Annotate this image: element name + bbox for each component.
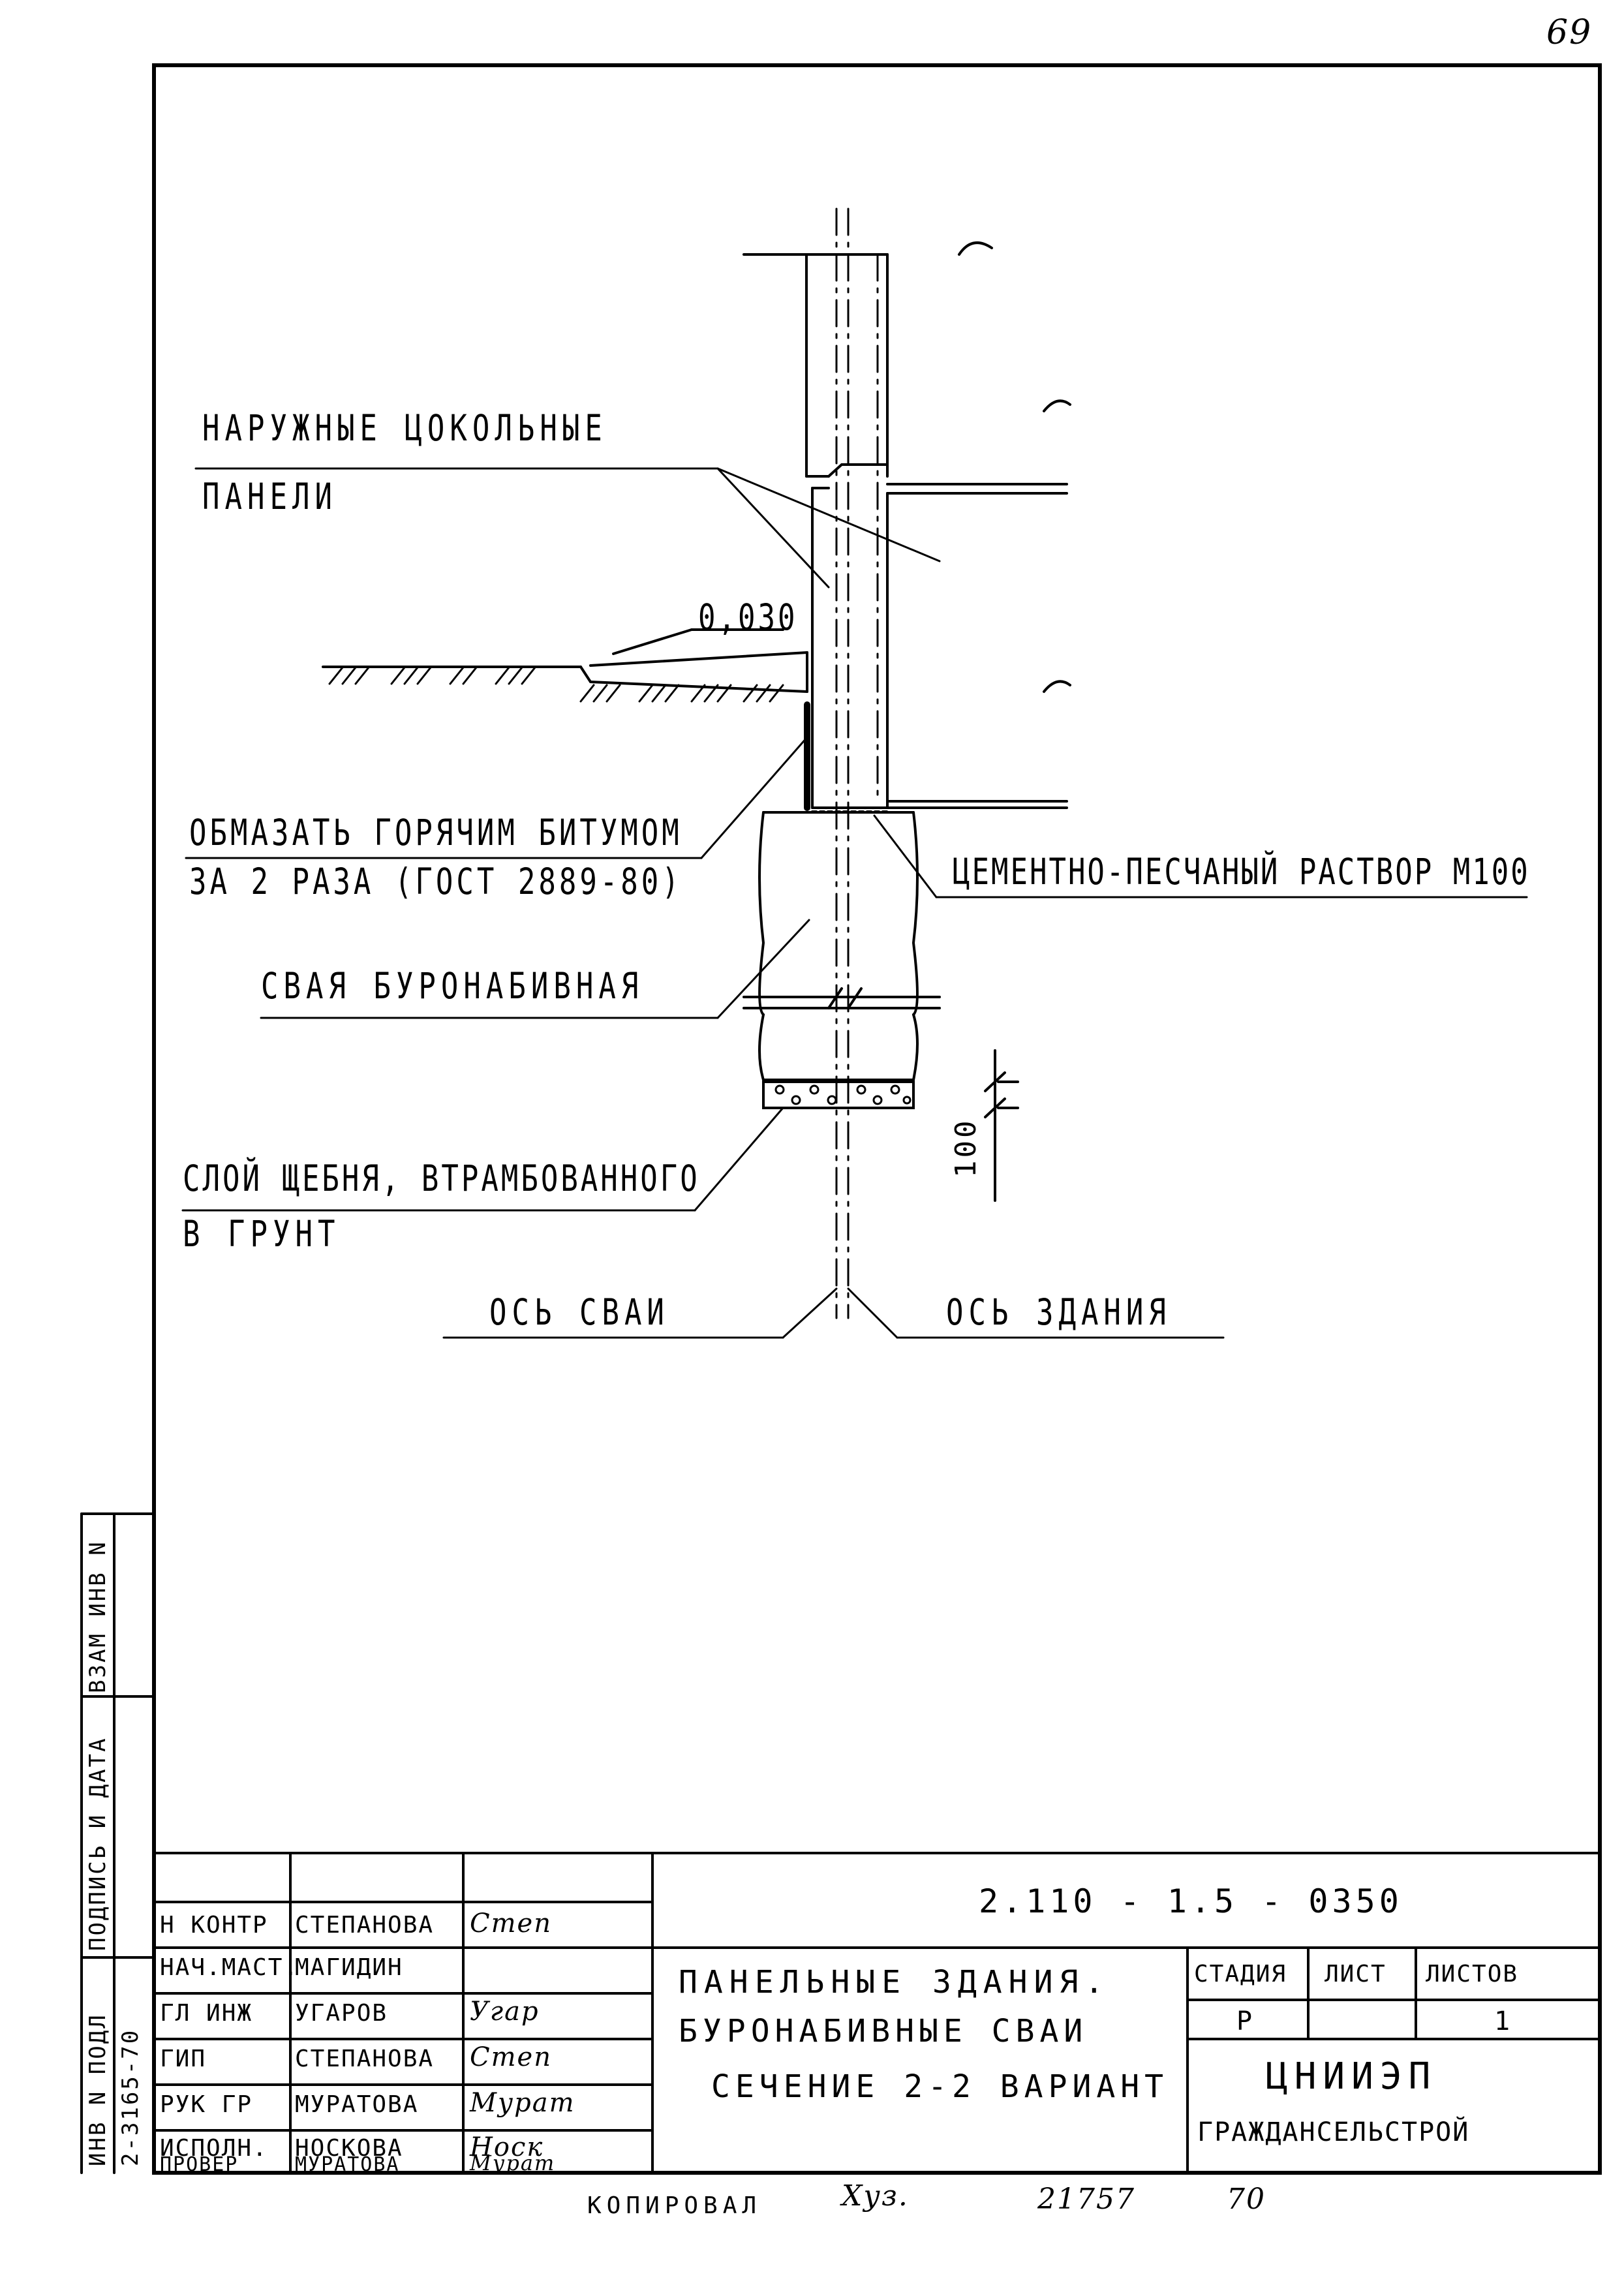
- org-sub: ГРАЖДАНСЕЛЬСТРОЙ: [1197, 2117, 1470, 2147]
- stamp-inv-podl-value: 2-3165-70: [117, 2028, 144, 2166]
- label-dimension: 100: [949, 1118, 983, 1178]
- signer-role: Н КОНТР: [160, 1912, 268, 1939]
- signer-role: ИСПОЛН.: [160, 2135, 268, 2162]
- label-bitumen-1: ОБМАЗАТЬ ГОРЯЧИМ БИТУМОМ: [189, 812, 682, 854]
- upper-panel: [743, 241, 993, 478]
- label-gravel-1: СЛОЙ ЩЕБНЯ, ВТРАМБОВАННОГО: [183, 1158, 700, 1200]
- margin-stamp: [80, 1512, 155, 2174]
- signer-name: НОСКОВА: [295, 2135, 403, 2162]
- label-level-mark: 0,030: [698, 597, 798, 639]
- signer-name: СТЕПАНОВА: [295, 2046, 435, 2072]
- signer-role: ГЛ ИНЖ: [160, 2000, 253, 2027]
- label-pile: СВАЯ БУРОНАБИВНАЯ: [261, 966, 644, 1007]
- title-line-2: БУРОНАБИВНЫЕ СВАИ: [679, 2013, 1088, 2049]
- stamp-vzam-inv: ВЗАМ ИНВ N: [85, 1540, 111, 1693]
- dimension-100: [984, 1049, 1019, 1202]
- label-outer-panels-1: НАРУЖНЫЕ ЦОКОЛЬНЫЕ: [202, 408, 607, 450]
- footer-copied: КОПИРОВАЛ: [587, 2192, 762, 2219]
- signer-name: МУРАТОВА: [295, 2153, 400, 2176]
- signer-signature: Степ: [470, 2042, 552, 2072]
- signer-name: МАГИДИН: [295, 1954, 403, 1981]
- title-line-3: СЕЧЕНИЕ 2-2 ВАРИАНТ: [711, 2068, 1169, 2105]
- org-name: ЦНИИЭП: [1266, 2055, 1437, 2098]
- bored-pile: [743, 811, 941, 1109]
- signer-signature: Носк: [470, 2132, 544, 2162]
- stage-value: Р: [1236, 2006, 1254, 2036]
- footer-year: 70: [1227, 2183, 1266, 2216]
- label-outer-panels-2: ПАНЕЛИ: [202, 476, 337, 518]
- label-gravel-2: В ГРУНТ: [183, 1214, 341, 1255]
- plinth-panel: [804, 399, 1071, 811]
- sheets-value: 1: [1494, 2006, 1512, 2036]
- ground-line: [322, 628, 808, 703]
- signer-role: РУК ГР: [160, 2091, 253, 2118]
- sheets-header: ЛИСТОВ: [1426, 1961, 1519, 1987]
- signer-role: ПРОВЕР: [160, 2153, 239, 2176]
- signer-role: ГИП: [160, 2046, 207, 2072]
- signer-signature: Мурат: [470, 2088, 575, 2118]
- axis-lines: [835, 207, 879, 1319]
- page-number: 69: [1546, 13, 1593, 52]
- stage-header: СТАДИЯ: [1194, 1961, 1287, 1987]
- title-line-1: ПАНЕЛЬНЫЕ ЗДАНИЯ.: [679, 1964, 1111, 2001]
- signer-signature: Степ: [470, 1909, 552, 1939]
- signer-signature: Мурат: [470, 2151, 556, 2175]
- footer-number: 21757: [1037, 2183, 1135, 2216]
- footer-copied-sign: Хуз.: [842, 2179, 909, 2213]
- gravel-layer: [762, 1081, 915, 1109]
- title-block-grid: [153, 1852, 1601, 2174]
- label-bitumen-2: ЗА 2 РАЗА (ГОСТ 2889-80): [189, 861, 682, 903]
- leader-lines: [181, 467, 1528, 1339]
- signer-name: УГАРОВ: [295, 2000, 388, 2027]
- label-pile-axis: ОСЬ СВАИ: [489, 1292, 669, 1334]
- stamp-inv-podl: ИНВ N ПОДЛ: [85, 2013, 111, 2166]
- slab-joint: [886, 483, 1068, 495]
- sheet-header: ЛИСТ: [1325, 1961, 1387, 1987]
- signer-signature: Угар: [470, 1997, 540, 2027]
- drawing-frame: [152, 63, 1602, 2175]
- label-mortar: ЦЕМЕНТНО-ПЕСЧАНЫЙ РАСТВОР М100: [953, 851, 1530, 893]
- signer-name: СТЕПАНОВА: [295, 1912, 435, 1939]
- drawing-code: 2.110 - 1.5 - 0350: [979, 1882, 1403, 1920]
- label-building-axis: ОСЬ ЗДАНИЯ: [946, 1292, 1171, 1334]
- stamp-podpis-data: ПОДПИСЬ И ДАТА: [85, 1736, 111, 1951]
- signer-name: МУРАТОВА: [295, 2091, 419, 2118]
- signer-role: НАЧ.МАСТ.: [160, 1954, 299, 1981]
